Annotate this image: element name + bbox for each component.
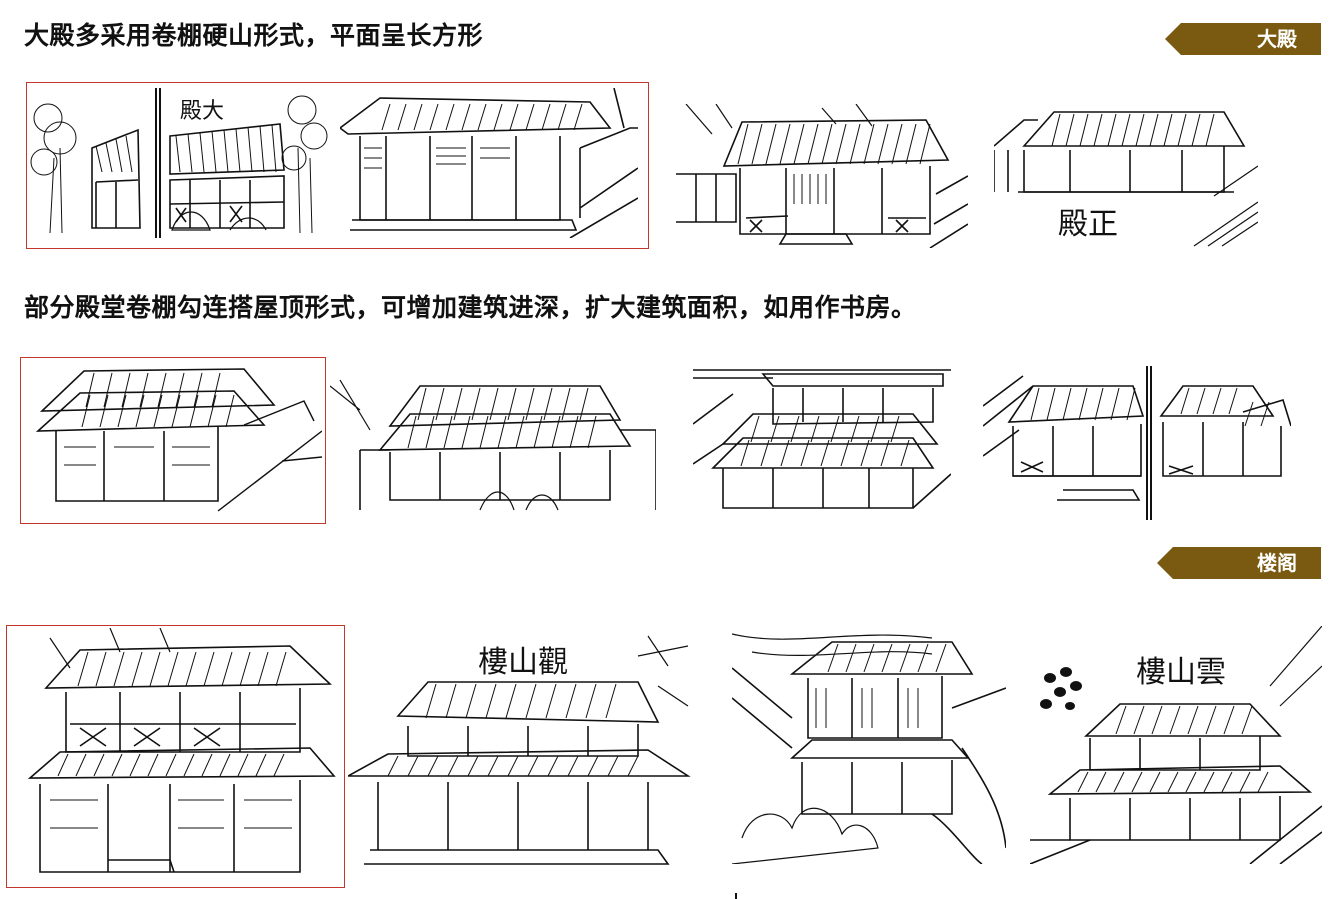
hall-sign-label: 殿大 (180, 99, 224, 124)
section-heading-hall: 大殿多采用卷棚硬山形式，平面呈长方形 (24, 21, 484, 50)
woodcut-linked-roof-compound (693, 364, 951, 516)
woodcut-guanshan-tower: 樓山觀 (348, 626, 700, 870)
tower-sign-label-1: 樓山觀 (478, 645, 568, 680)
main-hall-sign-label: 殿正 (1058, 207, 1118, 242)
woodcut-tower-courtyard (732, 628, 1006, 864)
category-tag-tower: 楼阁 (1157, 547, 1321, 579)
category-tag-hall: 大殿 (1165, 23, 1321, 55)
woodcut-linked-roof-pair (983, 366, 1291, 520)
tower-sign-label-2: 樓山雲 (1136, 655, 1226, 690)
section-heading-linked-roof: 部分殿堂卷棚勾连搭屋顶形式，可增加建筑进深，扩大建筑面积，如用作书房。 (24, 293, 917, 322)
woodcut-main-hall: 殿正 (994, 106, 1258, 248)
woodcut-linked-roof-garden (330, 370, 656, 514)
woodcut-yunshan-tower: 樓山雲 (1030, 626, 1322, 864)
woodcut-hall-balustrade (676, 104, 968, 248)
woodcut-hall-courtyard (340, 88, 638, 238)
woodcut-linked-roof-study (24, 361, 322, 519)
woodcut-two-storey-pavilion (10, 628, 342, 884)
page-mark (735, 893, 737, 899)
woodcut-hall-with-trees: 殿大 (30, 88, 328, 238)
